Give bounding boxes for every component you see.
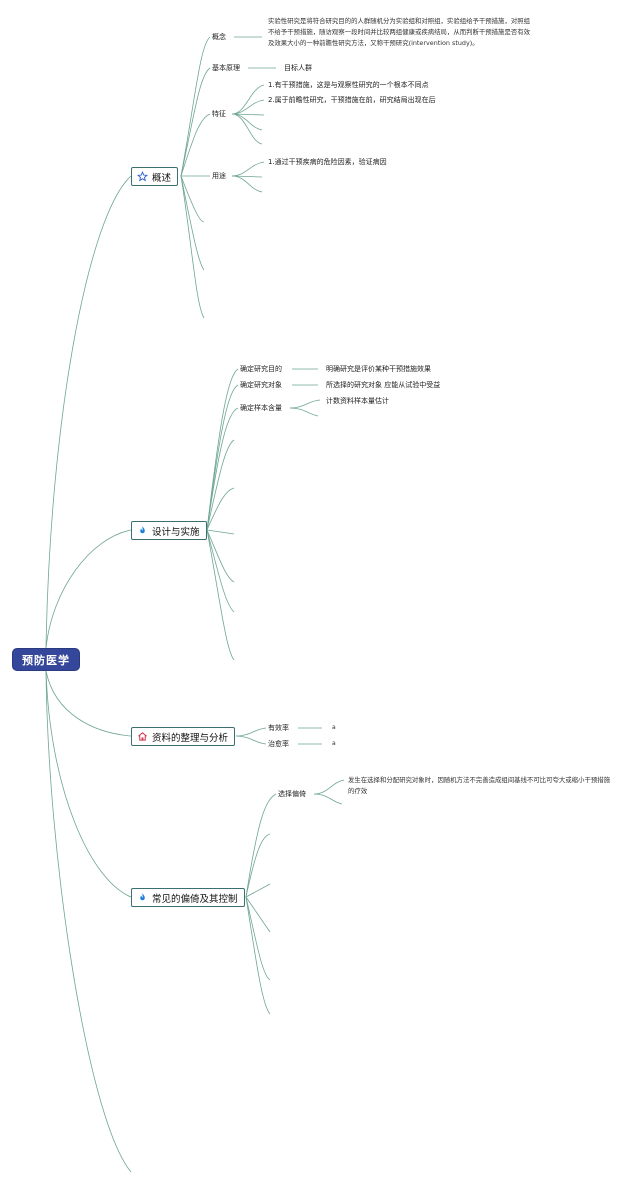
feature-item: 1.有干预措施，这是与观察性研究的一个根本不同点 — [268, 81, 429, 89]
connector-overview-empty-3 — [180, 175, 205, 319]
star-icon — [137, 171, 148, 182]
connector-design-empty-4 — [206, 529, 235, 583]
design-purpose-value: 明确研究是评价某种干预措施效果 — [326, 365, 431, 373]
design-subject-value: 所选择的研究对象 应能从试验中受益 — [326, 381, 441, 389]
node-usage[interactable]: 用途 — [212, 172, 226, 180]
connector-bias-selection — [245, 793, 277, 898]
usage-item: 1.通过干预疾病的危险因素，验证病因 — [268, 158, 387, 166]
node-feature[interactable]: 特征 — [212, 110, 226, 118]
connector-feature-5 — [231, 113, 263, 145]
connector-analysis-cure — [235, 735, 267, 745]
root-node[interactable]: 预防医学 — [12, 648, 80, 671]
connector-feature-2 — [231, 99, 265, 115]
connector-root-analysis — [45, 670, 132, 737]
branch-label: 资料的整理与分析 — [152, 732, 229, 744]
node-design-purpose[interactable]: 确定研究目的 — [240, 365, 282, 373]
connector-root-bias — [45, 670, 132, 898]
connector-analysis-effective — [235, 727, 267, 737]
connector-overview-principle — [180, 67, 211, 177]
node-cure-rate[interactable]: 治愈率 — [268, 740, 289, 748]
connector-design-empty-6 — [206, 529, 235, 661]
branch-overview[interactable]: 概述 — [131, 167, 179, 186]
branch-analysis[interactable]: 资料的整理与分析 — [131, 727, 236, 746]
branch-label: 概述 — [152, 172, 172, 184]
feature-item: 2.属于前瞻性研究，干预措施在前，研究结局出现在后 — [268, 96, 436, 104]
selection-bias-text: 发生在选择和分配研究对象时，因随机方法不完善造成组间基线不可比可夸大或缩小干预措… — [348, 776, 611, 795]
connector-sample-2 — [289, 407, 319, 417]
connector-sample-1 — [289, 399, 321, 409]
connector-feature-3 — [231, 113, 265, 116]
connector-bias-empty-5 — [245, 896, 271, 1015]
concept-text: 实验性研究是将符合研究目的的人群随机分为实验组和对照组，实验组给予干预措施，对照… — [268, 17, 531, 47]
connector-overview-concept — [180, 36, 211, 177]
connector-usage-3 — [231, 175, 263, 193]
node-concept[interactable]: 概念 — [212, 33, 226, 41]
connector-bias-empty-2 — [245, 883, 271, 898]
node-effective-rate[interactable]: 有效率 — [268, 724, 289, 732]
home-icon — [138, 732, 147, 741]
design-sample-value: 计数资料样本量估计 — [326, 397, 389, 405]
connector-bias-empty-1 — [245, 833, 271, 898]
branch-label: 设计与实施 — [152, 526, 200, 538]
connector-design-empty-2 — [206, 487, 235, 531]
connector-root-extra — [45, 670, 132, 1173]
connector-overview-empty-2 — [180, 175, 205, 271]
connector-selection-2 — [313, 793, 343, 805]
connector-design-purpose — [206, 368, 239, 531]
connector-overview-feature — [180, 113, 211, 177]
branch-bias[interactable]: 常见的偏倚及其控制 — [131, 888, 245, 907]
node-selection-bias[interactable]: 选择偏倚 — [278, 790, 306, 798]
node-design-subject[interactable]: 确定研究对象 — [240, 381, 282, 389]
connector-root-overview — [45, 175, 132, 649]
connector-feature-1 — [231, 84, 265, 115]
principle-value: 目标人群 — [284, 64, 312, 72]
cure-rate-value: a — [332, 740, 336, 747]
connector-design-empty-1 — [206, 439, 235, 531]
connector-usage-1 — [231, 161, 265, 177]
connector-design-sample — [206, 407, 239, 531]
connector-bias-empty-3 — [245, 896, 271, 933]
connector-design-empty-5 — [206, 529, 235, 613]
flame-icon — [140, 892, 145, 901]
node-principle[interactable]: 基本原理 — [212, 64, 240, 72]
connector-root-design — [45, 529, 132, 649]
connector-design-subject — [206, 384, 239, 531]
connector-usage-2 — [231, 175, 263, 178]
connector-selection-1 — [313, 779, 345, 795]
effective-rate-value: a — [332, 724, 336, 731]
connector-overview-empty-1 — [180, 175, 205, 223]
connector-design-empty-3 — [206, 529, 235, 535]
flame-icon — [140, 525, 145, 534]
node-design-sample[interactable]: 确定样本含量 — [240, 404, 282, 412]
connector-bias-empty-4 — [245, 896, 271, 981]
branch-design[interactable]: 设计与实施 — [131, 521, 207, 540]
branch-label: 常见的偏倚及其控制 — [152, 893, 238, 905]
